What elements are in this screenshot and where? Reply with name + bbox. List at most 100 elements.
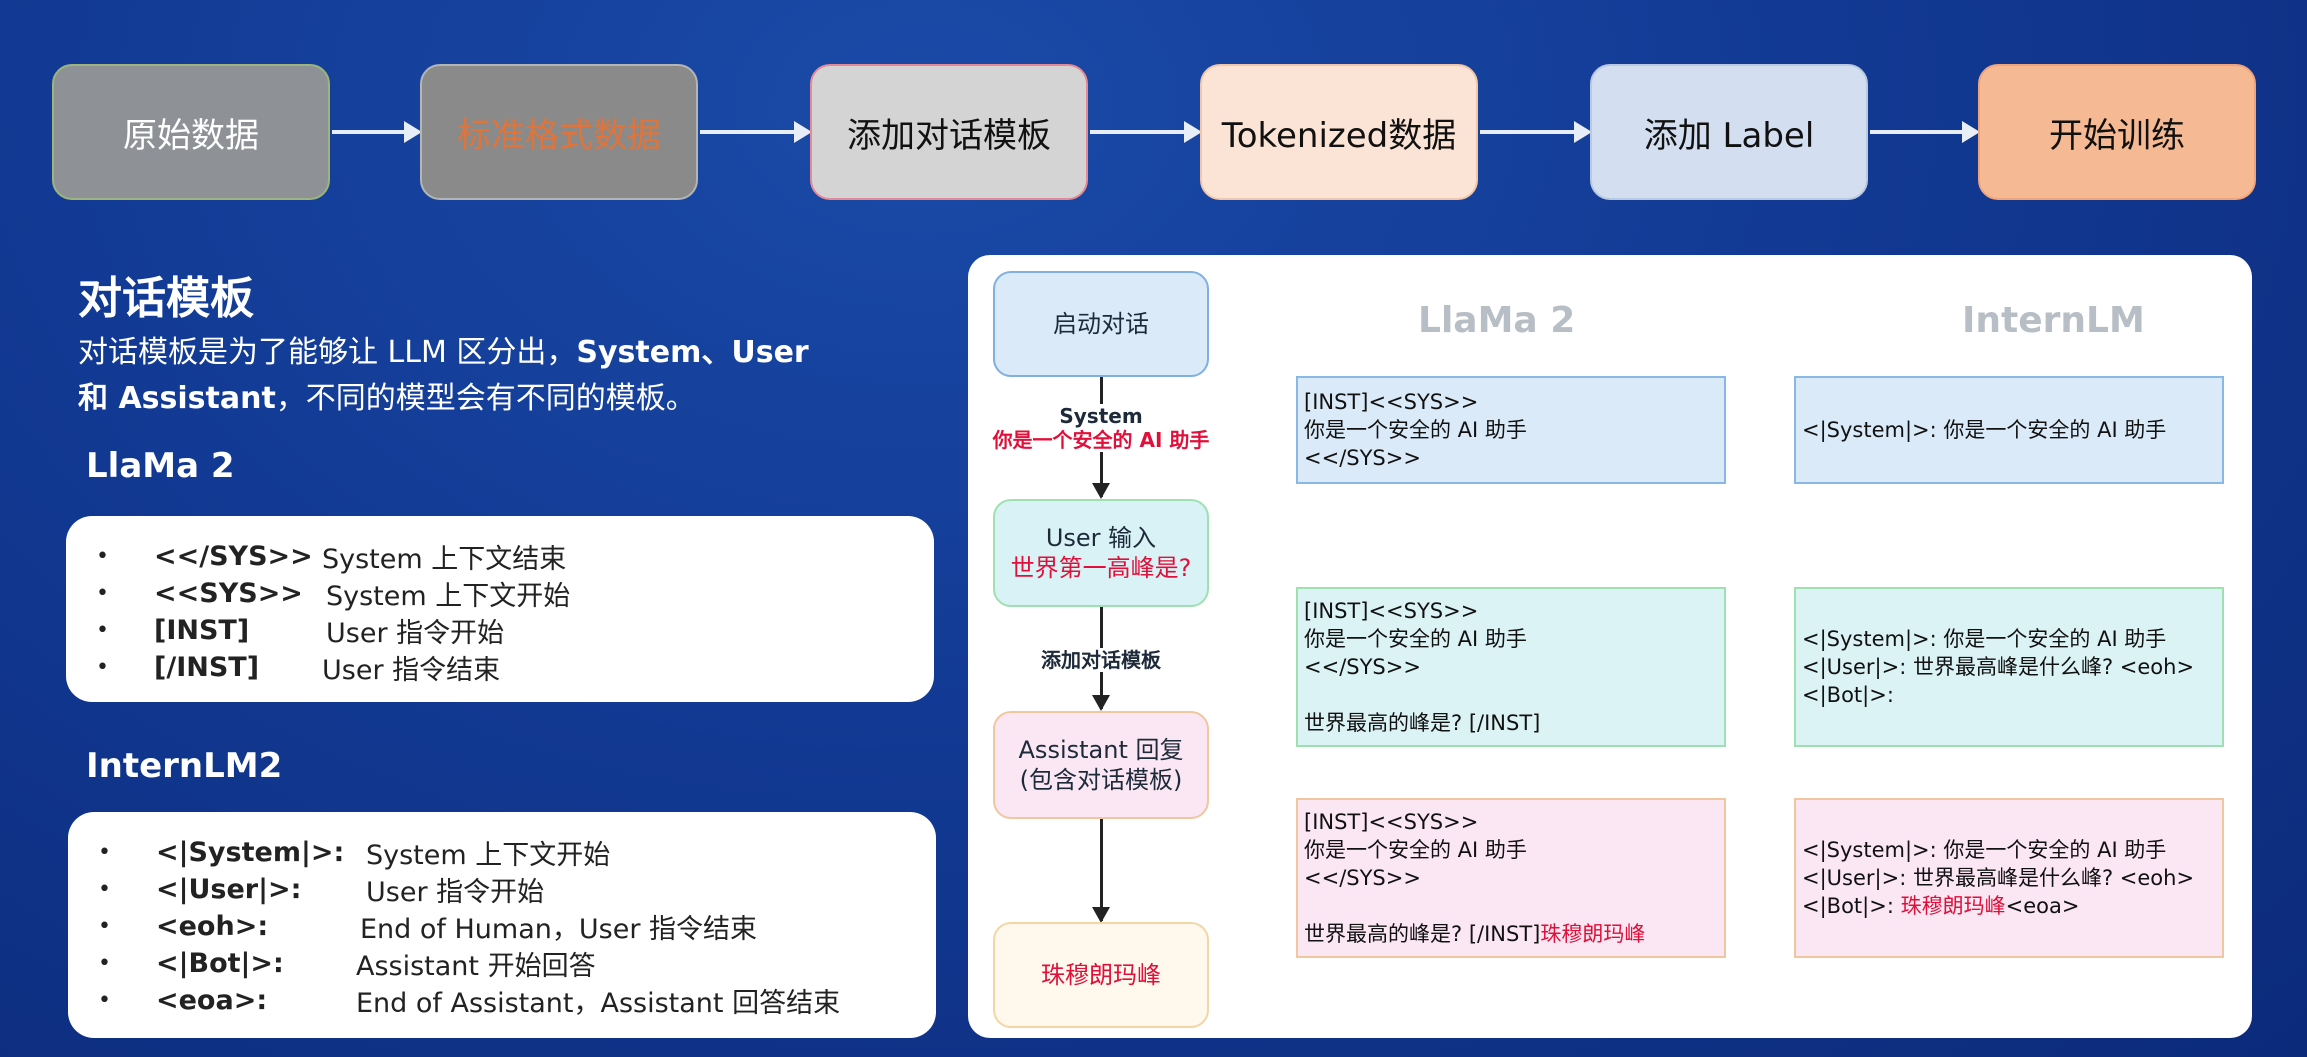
list-item: •[/INST]User 指令结束: [96, 649, 904, 686]
llama2-token-card: •<</SYS>>System 上下文结束 •<<SYS>>System 上下文…: [66, 516, 934, 702]
template-line: <|Bot|>: 珠穆朗玛峰<eoa>: [1802, 892, 2216, 920]
list-item: •<<SYS>>System 上下文开始: [96, 575, 904, 612]
template-line: 你是一个安全的 AI 助手: [1304, 418, 1527, 442]
token-desc: System 上下文结束: [322, 544, 567, 575]
template-text: <eoa>: [2005, 894, 2080, 918]
desc-text: 对话模板是为了能够让 LLM 区分出，: [78, 335, 577, 370]
pipeline-step-label: 添加 Label: [1643, 115, 1815, 156]
token-name: <|User|>:: [156, 874, 302, 905]
pipeline-step-label: 原始数据: [123, 115, 259, 156]
template-line: [INST]<<SYS>>: [1304, 390, 1479, 414]
pipeline-arrow: [332, 121, 422, 143]
token-desc: System 上下文开始: [366, 840, 611, 871]
token-name: <</SYS>>: [154, 541, 313, 572]
template-line: 你是一个安全的 AI 助手: [1304, 838, 1527, 862]
pipeline-arrow: [700, 121, 812, 143]
internlm-template-box-assistant: <|System|>: 你是一个安全的 AI 助手 <|User|>: 世界最高…: [1794, 798, 2224, 958]
template-line: 世界最高的峰是? [/INST]珠穆朗玛峰: [1304, 920, 1718, 948]
flow-arrow: [1092, 819, 1110, 923]
flow-label-text: 添加对话模板: [1041, 648, 1161, 672]
pipeline-arrow: [1480, 121, 1592, 143]
list-item: •<</SYS>>System 上下文结束: [96, 538, 904, 575]
template-line: 世界最高的峰是? [/INST]: [1304, 711, 1541, 735]
list-item: •<eoa>:End of Assistant，Assistant 回答结束: [98, 982, 906, 1019]
template-line: <|System|>: 你是一个安全的 AI 助手: [1802, 838, 2167, 862]
desc-emphasis: System、User: [576, 335, 809, 370]
pipeline-step-add-label: 添加 Label: [1590, 64, 1868, 200]
section-description: 对话模板是为了能够让 LLM 区分出，System、User 和 Assista…: [78, 330, 938, 422]
list-item: •<eoh>:End of Human，User 指令结束: [98, 908, 906, 945]
flow-node-text: (包含对话模板): [1019, 766, 1183, 794]
desc-emphasis: 和 Assistant: [78, 381, 276, 416]
flow-user-node: User 输入 世界第一高峰是?: [993, 499, 1209, 607]
pipeline-step-standard-data: 标准格式数据: [420, 64, 698, 200]
column-header-internlm: InternLM: [1962, 300, 2145, 341]
desc-text: ，不同的模型会有不同的模板。: [275, 381, 696, 416]
pipeline-arrow: [1870, 121, 1980, 143]
llama2-template-box-assistant: [INST]<<SYS>> 你是一个安全的 AI 助手 <</SYS>> 世界最…: [1296, 798, 1726, 958]
template-line: <|User|>: 世界最高峰是什么峰? <eoh>: [1802, 866, 2195, 890]
template-line: 你是一个安全的 AI 助手: [1304, 627, 1527, 651]
pipeline-step-tokenized: Tokenized数据: [1200, 64, 1478, 200]
template-line: <</SYS>>: [1304, 446, 1421, 470]
pipeline-step-label: 开始训练: [2049, 115, 2185, 156]
list-item: •<|User|>:User 指令开始: [98, 871, 906, 908]
list-item: •<|Bot|>:Assistant 开始回答: [98, 945, 906, 982]
column-header-llama2: LlaMa 2: [1418, 300, 1576, 341]
flow-node-text: User 输入: [1045, 524, 1157, 552]
template-line: <</SYS>>: [1304, 866, 1421, 890]
template-text: <|Bot|>:: [1802, 894, 1901, 918]
pipeline-arrow: [1090, 121, 1202, 143]
flow-node-text: 世界第一高峰是?: [1010, 554, 1192, 582]
pipeline-step-label: 添加对话模板: [847, 115, 1051, 156]
template-answer: 珠穆朗玛峰: [1900, 894, 2006, 918]
flow-label-text: 你是一个安全的 AI 助手: [992, 428, 1210, 452]
flow-node-text: 启动对话: [1053, 310, 1149, 338]
template-line: <|Bot|>:: [1802, 683, 1894, 707]
flow-answer-node: 珠穆朗玛峰: [993, 922, 1209, 1028]
llama2-label: LlaMa 2: [86, 446, 235, 486]
token-desc: End of Assistant，Assistant 回答结束: [356, 988, 841, 1019]
token-desc: Assistant 开始回答: [356, 951, 596, 982]
template-line: [INST]<<SYS>>: [1304, 810, 1479, 834]
template-text: 世界最高的峰是? [/INST]: [1304, 922, 1541, 946]
internlm-template-box-system: <|System|>: 你是一个安全的 AI 助手: [1794, 376, 2224, 484]
pipeline-step-raw-data: 原始数据: [52, 64, 330, 200]
template-line: <|System|>: 你是一个安全的 AI 助手: [1802, 627, 2167, 651]
pipeline-step-label: 标准格式数据: [457, 115, 661, 156]
list-item: •[INST]User 指令开始: [96, 612, 904, 649]
template-line: [INST]<<SYS>>: [1304, 599, 1479, 623]
pipeline-step-add-template: 添加对话模板: [810, 64, 1088, 200]
token-desc: User 指令开始: [366, 877, 545, 908]
token-desc: User 指令结束: [322, 655, 501, 686]
template-line: <</SYS>>: [1304, 655, 1421, 679]
token-desc: User 指令开始: [326, 618, 505, 649]
token-name: <eoa>:: [156, 985, 268, 1016]
token-name: <<SYS>>: [154, 578, 303, 609]
token-name: [INST]: [154, 615, 250, 646]
internlm2-label: InternLM2: [86, 746, 283, 786]
list-item: •<|System|>:System 上下文开始: [98, 834, 906, 871]
pipeline-step-label: Tokenized数据: [1221, 115, 1457, 156]
template-line: [1304, 892, 1718, 920]
llama2-template-box-user: [INST]<<SYS>> 你是一个安全的 AI 助手 <</SYS>> 世界最…: [1296, 587, 1726, 747]
token-desc: System 上下文开始: [326, 581, 571, 612]
flow-node-text: 珠穆朗玛峰: [1041, 961, 1161, 989]
internlm2-token-card: •<|System|>:System 上下文开始 •<|User|>:User …: [68, 812, 936, 1038]
template-answer: 珠穆朗玛峰: [1540, 922, 1646, 946]
token-name: <eoh>:: [156, 911, 269, 942]
pipeline-step-start-training: 开始训练: [1978, 64, 2256, 200]
flow-template-label: 添加对话模板: [975, 648, 1227, 672]
token-name: [/INST]: [154, 652, 260, 683]
flow-start-node: 启动对话: [993, 271, 1209, 377]
flow-node-text: Assistant 回复: [1018, 736, 1184, 764]
token-desc: End of Human，User 指令结束: [360, 914, 757, 945]
flow-assistant-node: Assistant 回复 (包含对话模板): [993, 711, 1209, 819]
token-name: <|Bot|>:: [156, 948, 284, 979]
internlm-template-box-user: <|System|>: 你是一个安全的 AI 助手 <|User|>: 世界最高…: [1794, 587, 2224, 747]
flow-system-label: System 你是一个安全的 AI 助手: [975, 404, 1227, 452]
template-line: [1304, 681, 1718, 709]
template-line: <|User|>: 世界最高峰是什么峰? <eoh>: [1802, 655, 2195, 679]
flow-label-text: System: [1059, 404, 1143, 428]
token-name: <|System|>:: [156, 837, 345, 868]
